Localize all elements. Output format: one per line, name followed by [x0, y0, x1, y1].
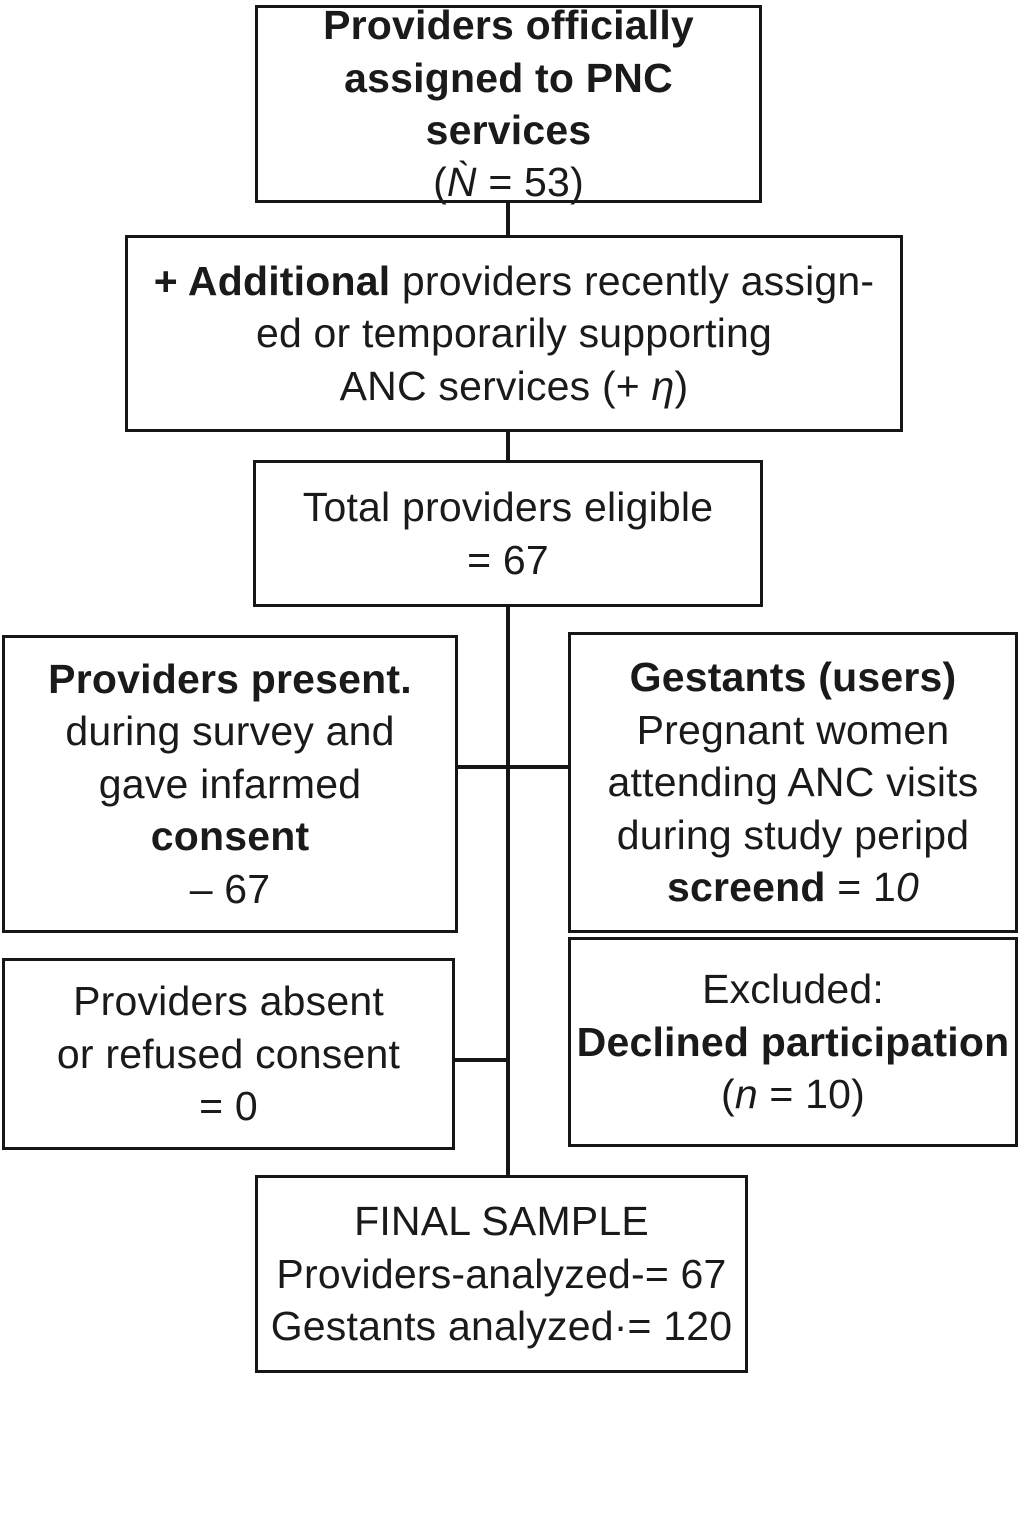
box-present-line3: gave infarmed [98, 760, 362, 807]
variable-eta: η [651, 362, 675, 409]
box-gestants-line3: attending ANC visits [607, 759, 979, 806]
connector-assigned-to-additional [506, 200, 510, 238]
box-assigned-line2: assigned to PNC services [344, 54, 685, 153]
variable-n: n [734, 1071, 758, 1118]
box-final-sample: FINAL SAMPLE Providers-analyzed-= 67 Ges… [255, 1175, 748, 1373]
box-gestants-line4: during study peripd [616, 811, 970, 858]
box-additional-line1: + Additional providers recently assign- [153, 257, 875, 304]
box-providers-present: Providers present. during survey and gav… [2, 635, 458, 933]
box-providers-absent: Providers absent or refused consent = 0 [2, 958, 455, 1150]
box-excluded-line3: (n = 10) [720, 1071, 866, 1118]
box-eligible-line2: = 67 [467, 536, 549, 583]
box-eligible-line1: Total providers eligible [302, 484, 714, 531]
box-excluded-line1: Excluded: [702, 966, 884, 1013]
variable-N: Ǹ [446, 159, 477, 206]
connector-eligible-to-final-trunk [506, 604, 510, 1178]
connector-present-gestants-branch [455, 765, 571, 769]
box-present-line5: – 67 [189, 865, 271, 912]
box-providers-assigned: Providers officially assigned to PNC ser… [255, 2, 762, 205]
box-absent-line2: or refused consent [56, 1030, 401, 1077]
box-gestants-screened: Gestants (users) Pregnant women attendin… [568, 632, 1018, 933]
box-total-eligible: Total providers eligible = 67 [253, 460, 763, 607]
box-excluded-line2: Declined participation [576, 1018, 1010, 1065]
box-present-line2: during survey and [65, 708, 395, 755]
box-absent-line3: = 0 [199, 1083, 258, 1130]
box-gestants-line2: Pregnant women [636, 706, 950, 753]
box-present-line4: consent [150, 813, 310, 860]
box-excluded: Excluded: Declined participation (n = 10… [568, 937, 1018, 1147]
box-assigned-line1: Providers officially [323, 2, 694, 49]
box-present-line1: Providers present. [48, 655, 412, 702]
box-final-line1: FINAL SAMPLE [354, 1198, 649, 1245]
connector-absent-branch [452, 1058, 510, 1062]
box-final-line3: Gestants analyzed·= 120 [270, 1303, 733, 1350]
box-additional-providers: + Additional providers recently assign- … [125, 235, 903, 432]
box-gestants-line5: screend = 10 [667, 864, 919, 911]
digit-zero-italic: 0 [895, 864, 919, 911]
box-gestants-line1: Gestants (users) [629, 654, 957, 701]
connector-additional-to-eligible [506, 429, 510, 463]
box-additional-line2: ed or temporarily supporting [255, 310, 773, 357]
box-additional-line3: ANC services (+ η) [339, 362, 689, 409]
box-final-line2: Providers-analyzed-= 67 [276, 1250, 727, 1297]
box-assigned-line3: (Ǹ = 53) [433, 159, 584, 206]
box-absent-line1: Providers absent [73, 978, 384, 1025]
